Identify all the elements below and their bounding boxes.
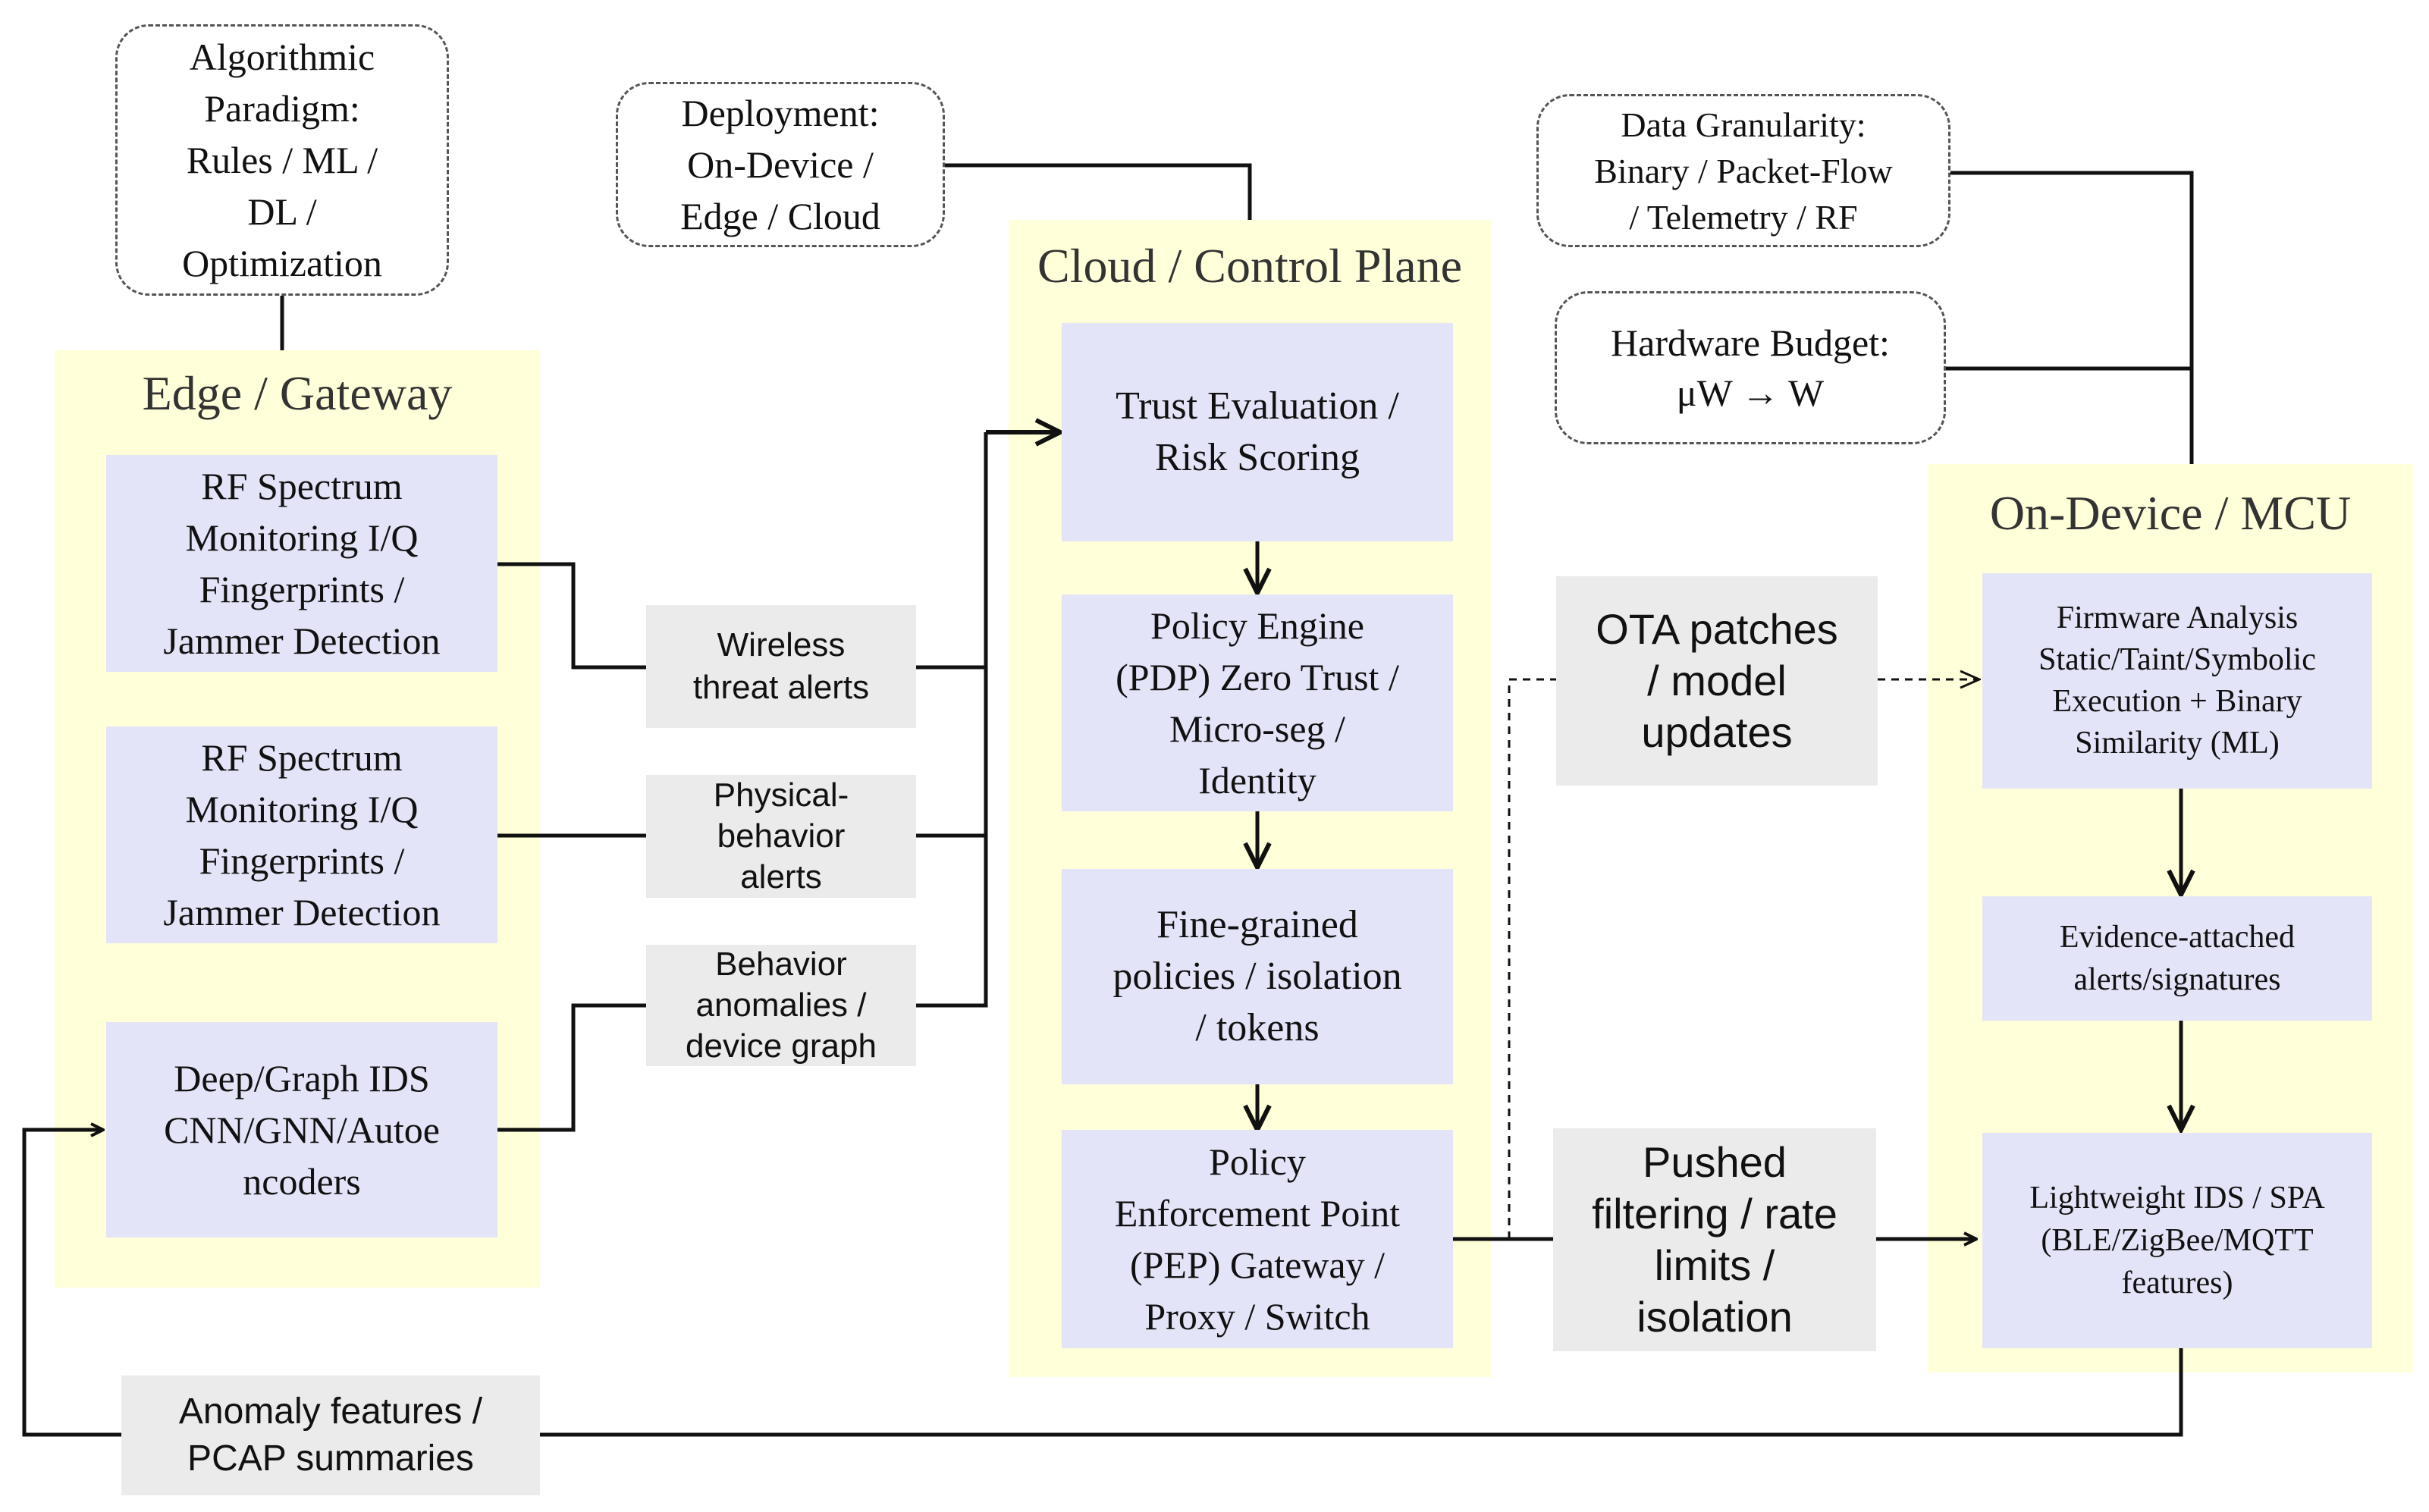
policy-enforcement-point-box: Policy Enforcement Point (PEP) Gateway /… <box>1062 1130 1453 1348</box>
fine-grained-policies-box: Fine-grained policies / isolation / toke… <box>1062 869 1453 1084</box>
deployment-to-cloud-line <box>945 163 1252 220</box>
rf1-to-wireless-line <box>497 562 646 670</box>
data-granularity-note: Data Granularity: Binary / Packet-Flow /… <box>1536 94 1950 247</box>
edge-gateway-title: Edge / Gateway <box>142 366 453 420</box>
cloud-control-plane-title: Cloud / Control Plane <box>1037 239 1462 293</box>
anomaly-features-label: Anomaly features / PCAP summaries <box>121 1376 540 1495</box>
ota-patches-label: OTA patches / model updates <box>1556 576 1878 786</box>
wireless-threat-alerts-label: Wireless threat alerts <box>646 605 916 728</box>
on-device-mcu-title: On-Device / MCU <box>1989 486 2352 540</box>
behavior-anomalies-label: Behavior anomalies / device graph <box>646 945 916 1066</box>
granularity-to-device-line <box>1950 171 2194 464</box>
firmware-analysis-box: Firmware Analysis Static/Taint/Symbolic … <box>1982 573 2372 789</box>
ota-dashed-line <box>1508 678 1556 1239</box>
evidence-attached-alerts-box: Evidence-attached alerts/signatures <box>1982 896 2372 1021</box>
pushed-filtering-label: Pushed filtering / rate limits / isolati… <box>1553 1128 1876 1351</box>
policy-engine-box: Policy Engine (PDP) Zero Trust / Micro-s… <box>1062 594 1453 811</box>
physical-behavior-alerts-label: Physical- behavior alerts <box>646 775 916 898</box>
anomaly-feedback-return-line <box>22 1130 121 1437</box>
deep-ids-to-behavior-line <box>497 1003 646 1132</box>
deployment-note: Deployment: On-Device / Edge / Cloud <box>616 82 945 247</box>
rf-spectrum-box-2: RF Spectrum Monitoring I/Q Fingerprints … <box>106 726 497 943</box>
behavior-out-line <box>916 432 988 1008</box>
hardware-budget-note: Hardware Budget: μW → W <box>1555 291 1946 444</box>
rf-spectrum-box-1: RF Spectrum Monitoring I/Q Fingerprints … <box>106 455 497 672</box>
algorithmic-paradigm-note: Algorithmic Paradigm: Rules / ML / DL / … <box>115 24 449 296</box>
trust-evaluation-box: Trust Evaluation / Risk Scoring <box>1062 323 1453 541</box>
deep-graph-ids-box: Deep/Graph IDS CNN/GNN/Autoe ncoders <box>106 1022 497 1238</box>
lightweight-ids-box: Lightweight IDS / SPA (BLE/ZigBee/MQTT f… <box>1982 1133 2372 1348</box>
anomaly-feedback-line <box>540 1348 2183 1437</box>
